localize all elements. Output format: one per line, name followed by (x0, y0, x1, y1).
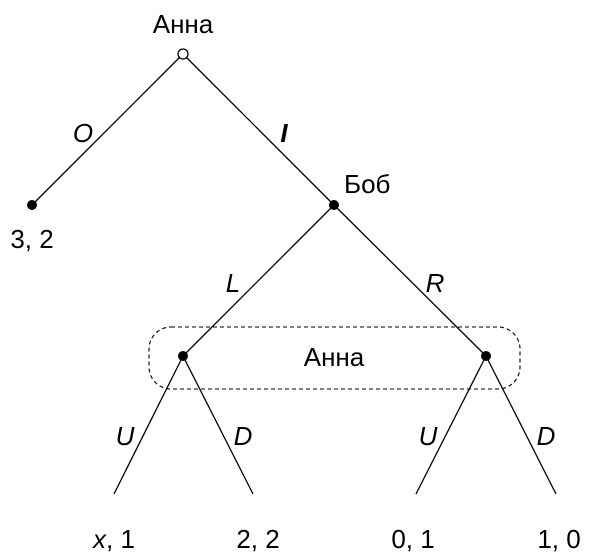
payoff-left-up-variable: x (91, 524, 107, 554)
edge-bob-right (333, 204, 487, 357)
payoff-left-down: 2, 2 (236, 524, 279, 554)
information-set-box (148, 326, 521, 390)
edge-left-up (113, 355, 184, 495)
payoff-right-up: 0, 1 (391, 524, 434, 554)
root-player-label: Анна (153, 9, 214, 39)
action-label-right: R (426, 268, 445, 298)
payoff-right-down: 1, 0 (537, 524, 580, 554)
payoff-left-up-rest: , 1 (106, 524, 135, 554)
action-label-right-up: U (419, 421, 438, 451)
action-label-in: I (280, 118, 288, 148)
action-label-left: L (226, 268, 240, 298)
root-node-icon (177, 48, 189, 60)
edge-root-in (182, 53, 335, 206)
bob-player-label: Боб (344, 169, 390, 199)
payoff-outside: 3, 2 (10, 224, 53, 254)
payoff-left-up: x, 1 (91, 524, 135, 554)
anna-left-node-icon (178, 351, 188, 361)
bob-node-icon (329, 200, 339, 210)
edge-left-down (182, 355, 254, 495)
action-label-left-up: U (116, 421, 135, 451)
info-set-player-label: Анна (304, 342, 365, 372)
edge-right-up (415, 355, 487, 495)
edge-bob-left (182, 204, 335, 357)
action-label-out: O (73, 118, 93, 148)
anna-right-node-icon (481, 351, 491, 361)
edge-root-out (31, 53, 184, 206)
terminal-node-outside-icon (27, 200, 37, 210)
edge-right-down (485, 355, 557, 495)
action-label-left-down: D (234, 421, 253, 451)
action-label-right-down: D (537, 421, 556, 451)
